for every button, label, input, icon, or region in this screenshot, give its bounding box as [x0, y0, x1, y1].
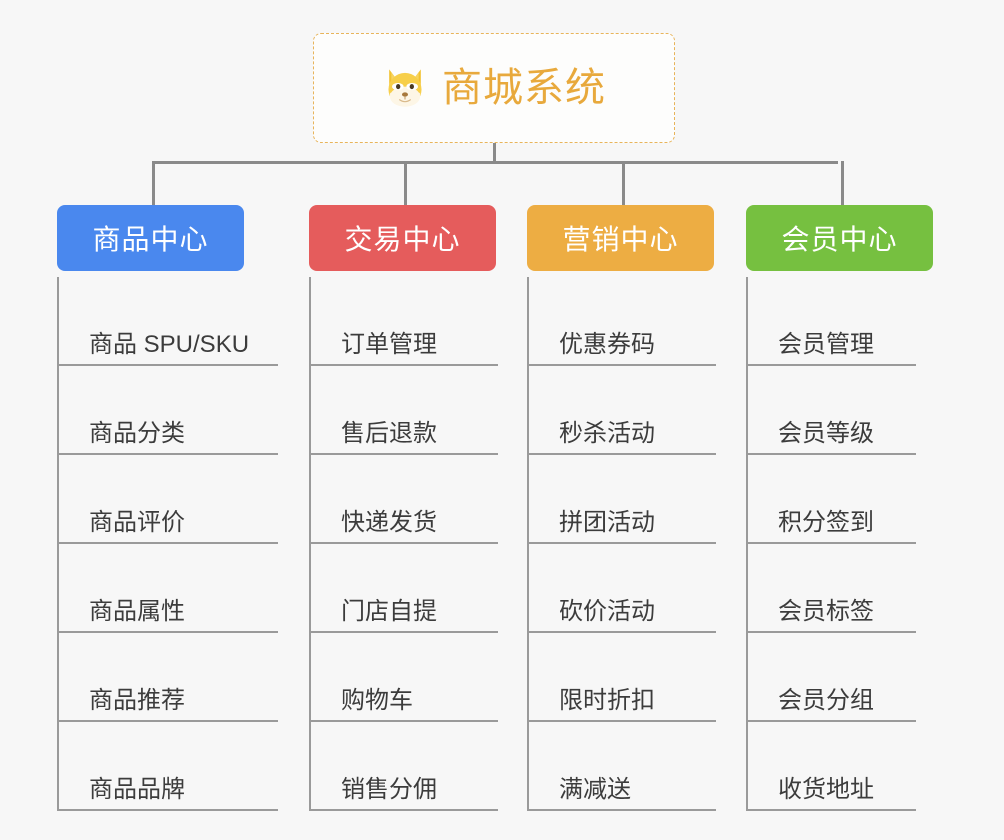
leaf-item[interactable]: 订单管理 — [311, 277, 498, 366]
category-title-0: 商品中心 — [92, 224, 209, 255]
connector-drop-2 — [622, 161, 625, 205]
category-title-1: 交易中心 — [344, 224, 461, 255]
connector-drop-1 — [404, 161, 407, 205]
leaf-list-2: 优惠券码 秒杀活动 拼团活动 砍价活动 限时折扣 满减送 — [527, 277, 716, 811]
leaf-item[interactable]: 优惠券码 — [529, 277, 716, 366]
leaf-item[interactable]: 拼团活动 — [529, 455, 716, 544]
branch-column-2: 营销中心 优惠券码 秒杀活动 拼团活动 砍价活动 限时折扣 满减送 — [527, 205, 716, 811]
leaf-item[interactable]: 商品品牌 — [59, 722, 278, 811]
leaf-item[interactable]: 秒杀活动 — [529, 366, 716, 455]
leaf-label: 售后退款 — [341, 419, 437, 447]
branch-column-0: 商品中心 商品 SPU/SKU 商品分类 商品评价 商品属性 商品推荐 商品品牌 — [57, 205, 278, 811]
leaf-item[interactable]: 商品推荐 — [59, 633, 278, 722]
connector-drop-3 — [841, 161, 844, 205]
leaf-label: 会员分组 — [778, 686, 874, 714]
leaf-label: 砍价活动 — [559, 597, 655, 625]
leaf-label: 门店自提 — [341, 597, 437, 625]
leaf-item[interactable]: 限时折扣 — [529, 633, 716, 722]
leaf-label: 满减送 — [559, 775, 631, 803]
leaf-label: 限时折扣 — [559, 686, 655, 714]
leaf-label: 订单管理 — [341, 330, 437, 358]
category-header-2[interactable]: 营销中心 — [527, 205, 714, 271]
category-header-1[interactable]: 交易中心 — [309, 205, 496, 271]
leaf-label: 快递发货 — [341, 508, 437, 536]
root-node[interactable]: 商城系统 — [313, 33, 675, 143]
leaf-item[interactable]: 门店自提 — [311, 544, 498, 633]
category-header-0[interactable]: 商品中心 — [57, 205, 244, 271]
leaf-label: 商品品牌 — [89, 775, 185, 803]
leaf-list-3: 会员管理 会员等级 积分签到 会员标签 会员分组 收货地址 — [746, 277, 916, 811]
leaf-label: 商品分类 — [89, 419, 185, 447]
leaf-label: 会员管理 — [778, 330, 874, 358]
branch-column-1: 交易中心 订单管理 售后退款 快递发货 门店自提 购物车 销售分佣 — [309, 205, 498, 811]
leaf-label: 秒杀活动 — [559, 419, 655, 447]
leaf-item[interactable]: 快递发货 — [311, 455, 498, 544]
root-title: 商城系统 — [442, 66, 606, 110]
leaf-label: 商品 SPU/SKU — [89, 330, 250, 358]
leaf-item[interactable]: 会员管理 — [748, 277, 916, 366]
leaf-item[interactable]: 收货地址 — [748, 722, 916, 811]
leaf-list-1: 订单管理 售后退款 快递发货 门店自提 购物车 销售分佣 — [309, 277, 498, 811]
leaf-item[interactable]: 售后退款 — [311, 366, 498, 455]
leaf-item[interactable]: 会员标签 — [748, 544, 916, 633]
leaf-label: 收货地址 — [778, 775, 874, 803]
leaf-item[interactable]: 商品属性 — [59, 544, 278, 633]
leaf-item[interactable]: 商品 SPU/SKU — [59, 277, 278, 366]
connector-drop-0 — [152, 161, 155, 205]
category-title-2: 营销中心 — [562, 224, 679, 255]
leaf-item[interactable]: 购物车 — [311, 633, 498, 722]
leaf-item[interactable]: 会员等级 — [748, 366, 916, 455]
branch-column-3: 会员中心 会员管理 会员等级 积分签到 会员标签 会员分组 收货地址 — [746, 205, 933, 811]
leaf-label: 拼团活动 — [559, 508, 655, 536]
leaf-label: 商品评价 — [89, 508, 185, 536]
shiba-inu-dog-icon — [382, 65, 428, 111]
leaf-label: 优惠券码 — [559, 330, 655, 358]
category-header-3[interactable]: 会员中心 — [746, 205, 933, 271]
connector-horizontal-bus — [152, 161, 838, 164]
leaf-item[interactable]: 商品评价 — [59, 455, 278, 544]
leaf-item[interactable]: 商品分类 — [59, 366, 278, 455]
leaf-item[interactable]: 会员分组 — [748, 633, 916, 722]
leaf-list-0: 商品 SPU/SKU 商品分类 商品评价 商品属性 商品推荐 商品品牌 — [57, 277, 278, 811]
category-title-3: 会员中心 — [781, 224, 898, 255]
leaf-item[interactable]: 满减送 — [529, 722, 716, 811]
leaf-label: 商品推荐 — [89, 686, 185, 714]
leaf-label: 商品属性 — [89, 597, 185, 625]
connector-root-stem — [493, 143, 496, 163]
leaf-label: 会员等级 — [778, 419, 874, 447]
leaf-label: 会员标签 — [778, 597, 874, 625]
leaf-label: 购物车 — [341, 686, 413, 714]
leaf-label: 销售分佣 — [341, 775, 437, 803]
leaf-label: 积分签到 — [778, 508, 874, 536]
leaf-item[interactable]: 砍价活动 — [529, 544, 716, 633]
leaf-item[interactable]: 积分签到 — [748, 455, 916, 544]
leaf-item[interactable]: 销售分佣 — [311, 722, 498, 811]
